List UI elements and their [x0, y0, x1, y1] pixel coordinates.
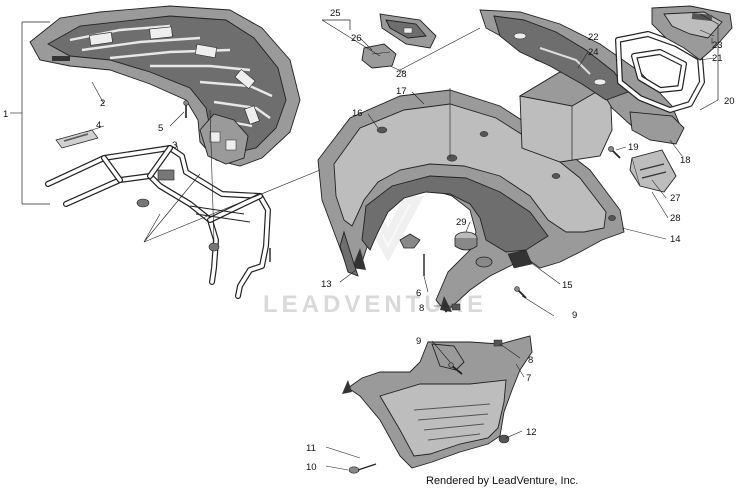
- connector-frame-fender: [143, 169, 321, 243]
- fuel-cap: [454, 231, 493, 268]
- callout-labels: 1 2 3 4 5 6 7 8 8 9 9 10 11 12 13 14 15 …: [3, 8, 735, 473]
- bracket-25: [322, 19, 351, 30]
- callout-5: 5: [158, 123, 163, 134]
- callout-18: 18: [680, 155, 691, 166]
- callout-23: 23: [712, 40, 723, 51]
- callout-19: 19: [628, 142, 639, 153]
- footwell-floorboard: [342, 335, 533, 469]
- callout-11: 11: [306, 443, 316, 454]
- grommet: [498, 434, 510, 444]
- callout-28-right: 28: [670, 213, 681, 224]
- front-side-cover: [629, 111, 685, 145]
- callout-1: 1: [3, 109, 8, 120]
- rack-support-frame: [45, 145, 271, 299]
- callout-6: 6: [416, 288, 421, 299]
- latch-bracket: [361, 43, 397, 69]
- left-fender-flare: [339, 230, 359, 277]
- callout-9-right: 9: [572, 310, 577, 321]
- callout-28-top: 28: [396, 69, 407, 80]
- callout-12: 12: [526, 427, 537, 438]
- connector-rack-frame: [143, 173, 201, 243]
- decal: [55, 129, 99, 149]
- callout-14: 14: [670, 234, 681, 245]
- callout-16: 16: [352, 108, 363, 119]
- connector-rack-support: [209, 109, 215, 243]
- leader-lines: [85, 29, 715, 471]
- warning-decal: [507, 249, 533, 269]
- callout-27: 27: [670, 193, 681, 204]
- connector-access-fender: [399, 27, 481, 71]
- callout-8-lower: 8: [528, 355, 533, 366]
- latch-clip: [399, 233, 425, 276]
- credit-text: Rendered by LeadVenture, Inc.: [426, 475, 578, 487]
- callout-10: 10: [306, 462, 317, 473]
- callout-22: 22: [588, 32, 599, 43]
- callout-15: 15: [562, 280, 573, 291]
- front-rack: [615, 31, 705, 113]
- callout-9-left: 9: [416, 336, 421, 347]
- callout-26: 26: [351, 33, 362, 44]
- callout-25: 25: [330, 8, 341, 19]
- callout-13: 13: [321, 279, 332, 290]
- rack-screw: [183, 100, 189, 118]
- access-panel: [379, 13, 437, 49]
- screw: [608, 146, 621, 159]
- callout-4: 4: [96, 120, 101, 131]
- callout-8-upper: 8: [419, 303, 424, 314]
- bracket-20: [699, 13, 719, 111]
- callout-17: 17: [396, 86, 407, 97]
- push-rivet: [348, 463, 377, 474]
- bracket-1-ends: [22, 21, 50, 205]
- clip-nut: [451, 303, 503, 347]
- rear-rack: [29, 5, 301, 167]
- callout-20: 20: [724, 96, 735, 107]
- side-screw: [514, 286, 527, 299]
- callout-7: 7: [526, 373, 531, 384]
- vent-cover: [629, 149, 677, 193]
- callout-21: 21: [712, 53, 723, 64]
- callout-24: 24: [588, 47, 599, 58]
- callout-2: 2: [100, 98, 105, 109]
- callout-29: 29: [456, 217, 467, 228]
- callout-3: 3: [172, 140, 177, 151]
- fender-screw: [448, 362, 463, 375]
